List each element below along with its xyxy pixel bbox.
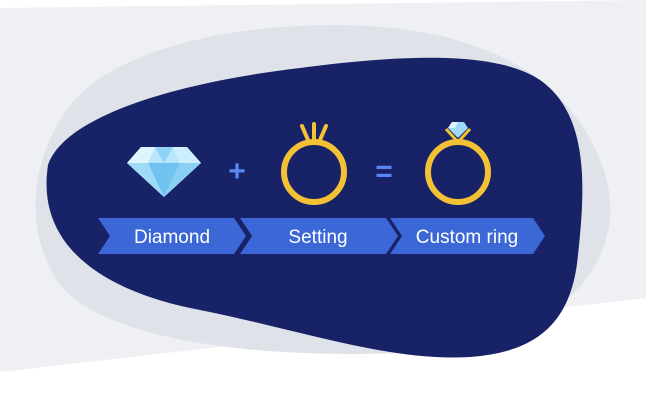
equals-operator: = — [375, 155, 393, 188]
step-label-custom-ring: Custom ring — [416, 227, 518, 248]
step-label-diamond: Diamond — [134, 227, 210, 248]
plus-operator: + — [228, 155, 246, 188]
chevron-shape — [98, 218, 246, 254]
custom-ring-icon — [425, 122, 491, 205]
ring-setting-icon — [281, 122, 347, 205]
chevron-shape — [240, 218, 398, 254]
step-custom-ring: Custom ring — [390, 218, 545, 254]
step-setting: Setting — [240, 218, 398, 254]
chevron-shape — [390, 218, 545, 254]
step-label-setting: Setting — [288, 227, 347, 248]
diamond-icon — [127, 147, 201, 197]
step-diamond: Diamond — [98, 218, 246, 254]
